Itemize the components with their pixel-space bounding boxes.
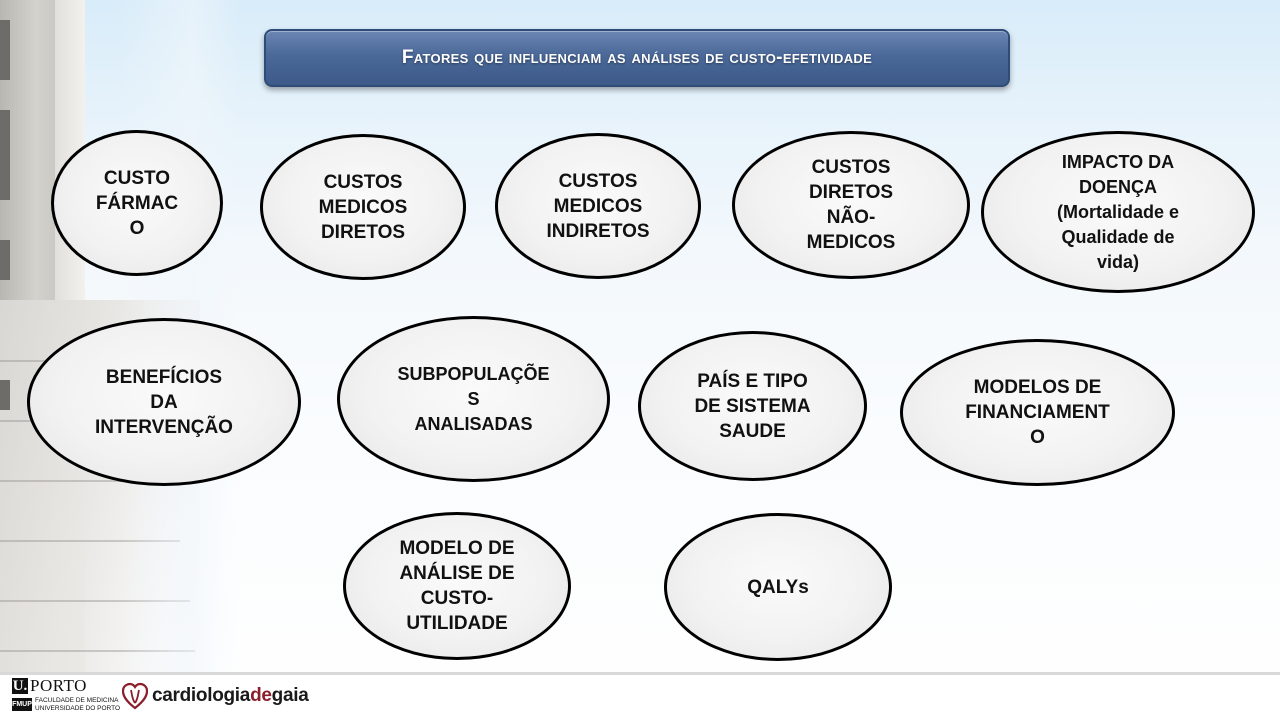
footer-bar	[0, 672, 1280, 720]
node-label: CUSTOS DIRETOS NÃO- MEDICOS	[806, 157, 896, 253]
node-label: QALYs	[747, 576, 809, 598]
node-custo-farmaco: CUSTO FÁRMAC O	[51, 130, 223, 276]
node-pais-e-tipo-de-sistema-saude: PAÍS E TIPO DE SISTEMA SAUDE	[638, 331, 867, 481]
node-label: CUSTO FÁRMAC O	[95, 167, 179, 239]
cdg-part-3: gaia	[271, 685, 309, 706]
cdg-part-1: cardiologia	[152, 685, 251, 706]
cardiologia-de-gaia-logo: cardiologiadegaia	[122, 680, 309, 712]
cdg-part-2: de	[250, 685, 272, 706]
node-modelo-de-analise-de-custo-utilidade: MODELO DE ANÁLISE DE CUSTO- UTILIDADE	[343, 512, 571, 660]
cardiologia-de-gaia-wordmark: cardiologiadegaia	[152, 685, 309, 707]
node-label: CUSTOS MEDICOS INDIRETOS	[546, 170, 650, 242]
node-impacto-da-doenca: IMPACTO DA DOENÇA (Mortalidade e Qualida…	[981, 131, 1255, 293]
node-label: IMPACTO DA DOENÇA (Mortalidade e Qualida…	[1056, 151, 1180, 272]
uporto-logo: U. PORTO FMUP FACULDADE DE MEDICINA UNIV…	[12, 676, 162, 716]
node-label: CUSTOS MEDICOS DIRETOS	[318, 171, 408, 243]
node-custos-diretos-nao-medicos: CUSTOS DIRETOS NÃO- MEDICOS	[732, 131, 970, 279]
heart-icon	[122, 682, 148, 710]
node-subpopulacoes-analisadas: SUBPOPULAÇÕE S ANALISADAS	[337, 316, 610, 482]
uporto-mark: U.	[12, 678, 28, 694]
node-beneficios-da-intervencao: BENEFÍCIOS DA INTERVENÇÃO	[27, 318, 301, 486]
fmup-line-2: UNIVERSIDADE DO PORTO	[35, 705, 120, 712]
slide-title-banner: Fatores que influenciam as análises de c…	[264, 29, 1010, 87]
uporto-name: PORTO	[30, 676, 87, 695]
node-qalys: QALYs	[664, 513, 892, 661]
node-label: SUBPOPULAÇÕE S ANALISADAS	[397, 363, 550, 434]
node-label: BENEFÍCIOS DA INTERVENÇÃO	[95, 366, 233, 438]
node-label: MODELOS DE FINANCIAMENT O	[965, 377, 1110, 448]
node-custos-medicos-indiretos: CUSTOS MEDICOS INDIRETOS	[495, 133, 701, 279]
node-custos-medicos-diretos: CUSTOS MEDICOS DIRETOS	[260, 134, 466, 280]
fmup-line-1: FACULDADE DE MEDICINA	[35, 697, 119, 704]
node-label: MODELO DE ANÁLISE DE CUSTO- UTILIDADE	[399, 538, 515, 634]
node-label: PAÍS E TIPO DE SISTEMA SAUDE	[694, 370, 811, 442]
node-modelos-de-financiamento: MODELOS DE FINANCIAMENT O	[900, 339, 1175, 486]
fmup-abbr: FMUP	[12, 698, 32, 711]
slide-title: Fatores que influenciam as análises de c…	[401, 47, 873, 68]
